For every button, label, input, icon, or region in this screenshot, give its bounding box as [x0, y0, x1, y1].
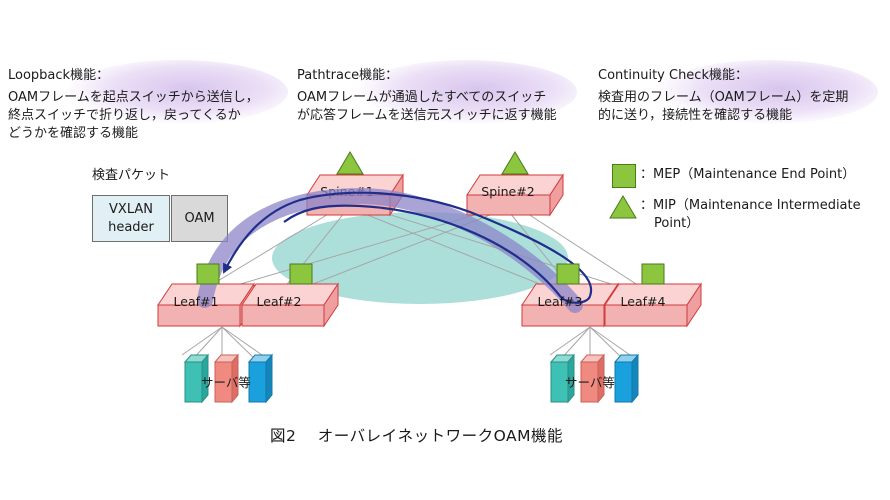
loopback-path — [223, 191, 593, 297]
continuity-check-highlight — [658, 60, 878, 124]
continuity-check-line-1: 検査用のフレーム（OAMフレーム）を定期 — [598, 90, 849, 105]
spine-2-label: Spine#2 — [481, 184, 534, 199]
continuity-check-line-2: 的に送り，接続性を確認する機能 — [598, 108, 793, 123]
oam-path-band — [197, 187, 583, 313]
mip-spine-2-icon — [501, 151, 529, 175]
vxlan-header-box: VXLAN header — [92, 195, 170, 242]
servers-right: サーバ等 — [549, 353, 640, 404]
oam-label: OAM — [184, 210, 215, 226]
header-label: header — [108, 219, 154, 235]
mip-spine-1-icon — [336, 151, 364, 175]
oam-box: OAM — [171, 195, 228, 242]
switch-leaf-4: Leaf#4 — [604, 282, 702, 328]
mep-legend-icon — [612, 164, 636, 188]
mip-legend-label: ：MIP（Maintenance Intermediate Point） — [640, 197, 861, 233]
loopback-title: Loopback機能： — [8, 68, 110, 83]
mep-leaf-2-icon — [289, 263, 313, 285]
loopback-line-3: どうかを確認する機能 — [8, 126, 139, 141]
figure-caption: 図2 オーバレイネットワークOAM機能 — [270, 427, 564, 445]
leaf-1-label: Leaf#1 — [174, 294, 219, 309]
loopback-path-return — [283, 204, 592, 304]
mip-legend-line-2: Point） — [654, 216, 700, 231]
loopback-line-1: OAMフレームを起点スイッチから送信し， — [8, 90, 259, 105]
pathtrace-description: OAMフレームが通過したすべてのスイッチ が応答フレームを送信元スイッチに返す機… — [297, 89, 557, 125]
mep-legend-label: ：MEP（Maintenance End Point） — [640, 167, 856, 182]
servers-left: サーバ等 — [183, 353, 274, 404]
mep-leaf-4-icon — [641, 263, 665, 285]
loopback-highlight — [68, 60, 288, 124]
server-links — [181, 326, 631, 361]
pathtrace-line-1: OAMフレームが通過したすべてのスイッチ — [297, 90, 547, 105]
servers-left-label: サーバ等 — [201, 375, 251, 390]
leaf-3-label: Leaf#3 — [538, 294, 583, 309]
mep-leaf-3-icon — [556, 263, 580, 285]
switch-spine-2: Spine#2 — [466, 173, 564, 217]
servers-right-label: サーバ等 — [565, 375, 615, 390]
mip-legend-line-1: ：MIP（Maintenance Intermediate — [640, 198, 861, 213]
switch-leaf-2: Leaf#2 — [241, 282, 339, 328]
mip-legend-icon — [609, 195, 637, 219]
pathtrace-title: Pathtrace機能： — [297, 68, 399, 83]
continuity-check-description: 検査用のフレーム（OAMフレーム）を定期 的に送り，接続性を確認する機能 — [598, 89, 848, 125]
loopback-line-2: 終点スイッチで折り返し，戻ってくるか — [8, 108, 241, 123]
packet-title: 検査パケット — [92, 168, 171, 183]
mep-leaf-1-icon — [196, 263, 220, 285]
leaf-4-label: Leaf#4 — [621, 294, 666, 309]
pathtrace-line-2: が応答フレームを送信元スイッチに返す機能 — [297, 108, 557, 123]
loopback-description: OAMフレームを起点スイッチから送信し， 終点スイッチで折り返し，戻ってくるか … — [8, 89, 259, 143]
continuity-check-title: Continuity Check機能： — [598, 68, 748, 83]
vxlan-label: VXLAN — [109, 201, 153, 217]
pathtrace-highlight — [357, 60, 577, 124]
leaf-2-label: Leaf#2 — [257, 294, 302, 309]
